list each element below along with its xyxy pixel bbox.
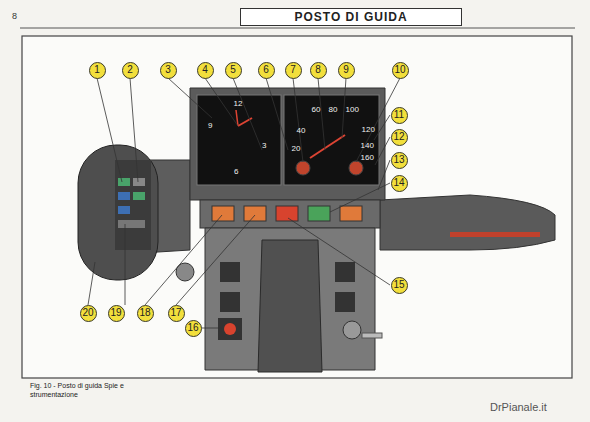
key [362,333,382,338]
dial-number: 3 [262,142,266,150]
dial-number: 40 [297,127,306,135]
callout-number: 17 [168,305,185,322]
warning-lamp [276,206,298,221]
warning-lamp [340,206,362,221]
callout-number: 13 [391,152,408,169]
figure-caption: Fig. 10 - Posto di guida Spie e strument… [30,382,130,400]
callout-number: 8 [310,62,327,79]
watermark: DrPianale.it [490,402,547,413]
callout-number: 10 [392,62,409,79]
callout-number: 18 [137,305,154,322]
red-strip [450,232,540,237]
callout-number: 2 [122,62,139,79]
pod-switch [118,220,145,228]
dial-number: 140 [361,142,374,150]
temp-gauge [349,161,363,175]
callout-number: 16 [185,320,202,337]
dial-number: 120 [362,126,375,134]
callout-number: 4 [197,62,214,79]
clock-face [197,95,281,185]
binnacle [190,88,385,200]
speedo-needle [310,135,345,158]
warning-bar [200,200,380,228]
ignition-lock [343,321,361,339]
figure-frame [22,36,572,378]
pod-switch [133,178,145,186]
dial-number: 80 [329,106,338,114]
switch [220,292,240,312]
pod-switch [118,206,130,214]
callout-number: 20 [80,305,97,322]
dash-arm [380,195,555,250]
callout-number: 9 [338,62,355,79]
pod-switch [118,178,130,186]
callout-number: 12 [391,129,408,146]
leader-lines [88,78,400,328]
warning-lamp [308,206,330,221]
callout-number: 11 [391,107,408,124]
fuel-gauge [296,161,310,175]
pod-arm [110,160,190,255]
switch [220,262,240,282]
warning-lamp [244,206,266,221]
hazard-button [224,323,236,335]
callout-number: 15 [391,277,408,294]
callout-number: 14 [391,175,408,192]
switch [335,292,355,312]
page-number: 8 [12,12,17,21]
steering-column [258,240,322,372]
warning-lamp [212,206,234,221]
callout-number: 19 [108,305,125,322]
speedo-face [284,95,379,185]
pod-switch [118,192,130,200]
callout-number: 7 [285,62,302,79]
switch [335,262,355,282]
callout-number: 3 [160,62,177,79]
callout-number: 5 [225,62,242,79]
dial-number: 9 [208,122,212,130]
hazard-switch [218,318,242,340]
dial-number: 60 [312,106,321,114]
dial-number: 12 [234,100,243,108]
pod-face [115,160,151,250]
dial-number: 6 [234,168,238,176]
callout-number: 6 [258,62,275,79]
header-rule [20,28,575,29]
pod-switch [133,192,145,200]
dial-number: 100 [346,106,359,114]
dial-number: 160 [361,154,374,162]
dial-number: 20 [292,145,301,153]
page-title: POSTO DI GUIDA [240,8,462,26]
callout-number: 1 [89,62,106,79]
